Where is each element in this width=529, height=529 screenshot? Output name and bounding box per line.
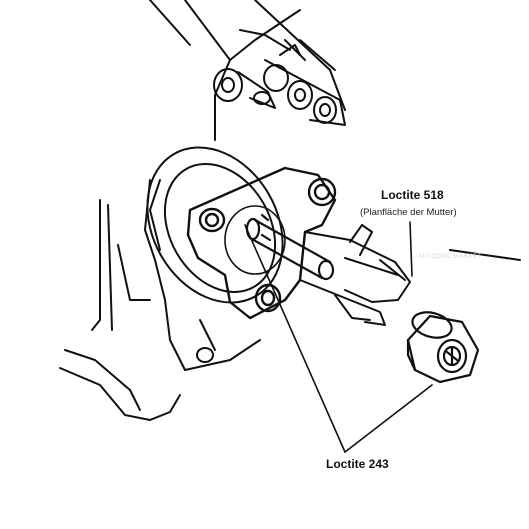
loctite-518-note: (Planfläche der Mutter): [360, 207, 457, 218]
lock-nut: [406, 311, 480, 384]
loctite-518-label: Loctite 518: [381, 188, 444, 202]
drive-shaft: [245, 213, 335, 281]
manifold-bosses: [213, 39, 346, 126]
lever-arm: [299, 224, 411, 326]
leader-lines: [244, 221, 433, 453]
pump-bracket: [186, 166, 337, 320]
housing-outline: [59, 0, 521, 421]
loctite-243-label: Loctite 243: [326, 457, 389, 471]
watermark: AUTODOC.MARKET: [418, 254, 482, 260]
